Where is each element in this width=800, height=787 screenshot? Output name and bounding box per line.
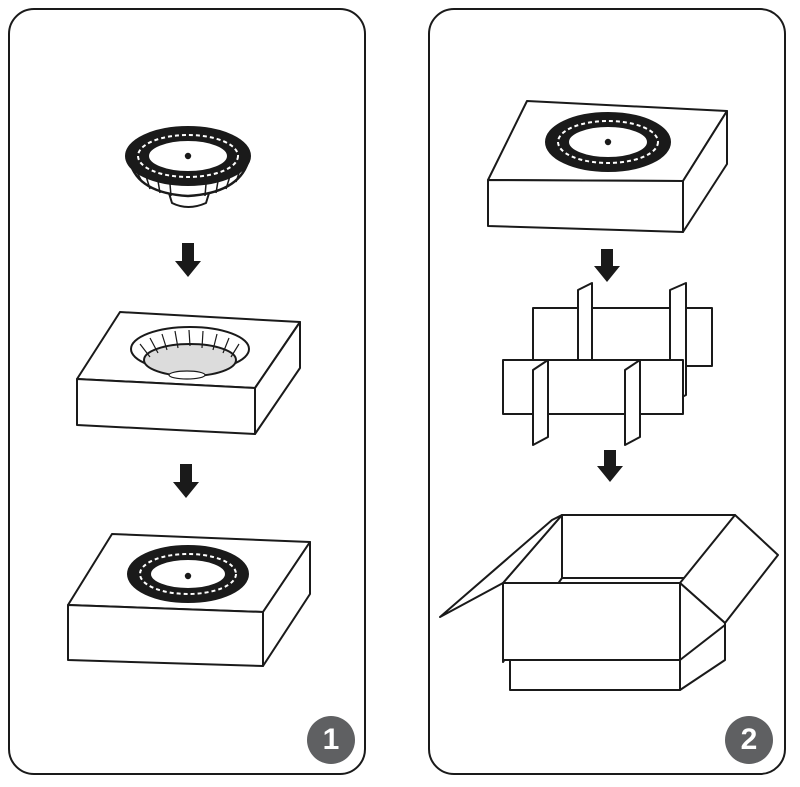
down-arrow-icon — [594, 249, 620, 282]
box-with-lamp — [67, 533, 311, 667]
ufo-lamp-icon — [125, 126, 251, 208]
down-arrow-icon — [175, 243, 201, 277]
down-arrow-icon — [173, 464, 199, 498]
step-number-badge: 1 — [307, 716, 355, 764]
step-number-badge: 2 — [725, 716, 773, 764]
box-with-lamp — [487, 100, 728, 233]
cardboard-divider-grid — [502, 282, 713, 446]
open-carton-box — [439, 514, 779, 691]
down-arrow-icon — [597, 450, 623, 482]
foam-box-with-cavity — [76, 311, 301, 435]
